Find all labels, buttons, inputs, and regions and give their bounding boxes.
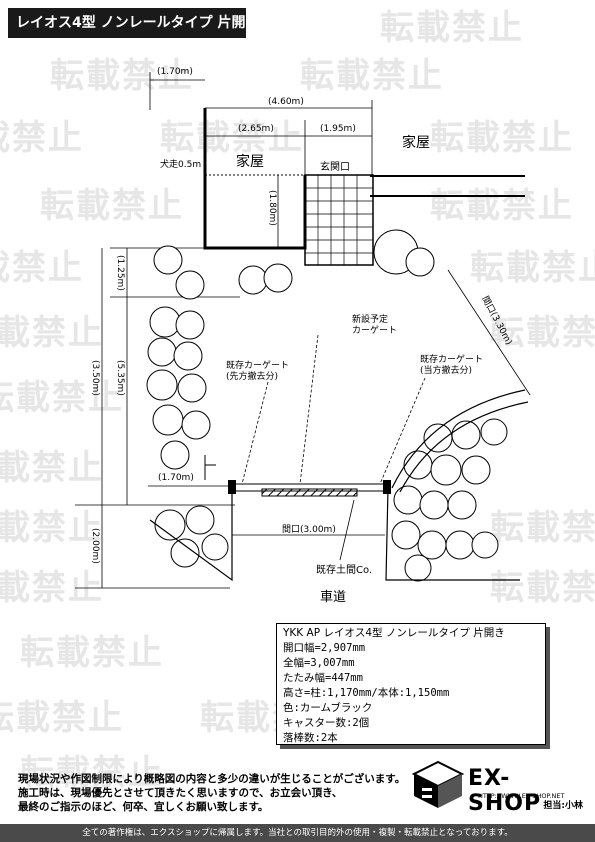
watermark: 転載禁止	[300, 56, 444, 96]
entrance-grid	[304, 174, 374, 266]
dimension-lines	[75, 72, 531, 589]
dim-label: (4.60m)	[268, 97, 304, 107]
dim-label: (1.95m)	[320, 124, 356, 134]
dim-label: (2.65m)	[238, 124, 274, 134]
shrubs-left	[146, 245, 229, 568]
watermark: 転載禁止	[470, 248, 595, 288]
dim-label: (2.00m)	[90, 528, 100, 564]
existing-gate-right-label: 既存カーゲート	[420, 353, 483, 365]
notes: 現場状況や作図制限により概略図の内容と多少の違いが生じることがございます。 施工…	[18, 772, 405, 814]
spec-box: YKK AP レイオス4型 ノンレールタイプ 片開き 開口幅=2,907mm 全…	[276, 623, 546, 745]
curb-arc	[149, 389, 529, 582]
existing-gate-right-label: (当方撤去分)	[420, 364, 472, 376]
dim-label: (1.25m)	[115, 255, 125, 291]
staff-in-charge: 担当:小林	[543, 801, 583, 811]
watermark: 転載禁止	[430, 186, 574, 226]
dim-label: (5.35m)	[115, 360, 125, 396]
new-car-gate	[204, 455, 391, 497]
new-gate-label: カーゲート	[352, 324, 397, 336]
ex-shop-logo: EX-SHOP HTTP://WWW.EX-SHOP.NET	[411, 760, 582, 816]
watermark: 転載禁止	[430, 118, 574, 158]
pillar-label: 犬走0.5m	[160, 158, 201, 170]
watermark: 転載禁止	[490, 313, 595, 353]
dim-label: (1.70m)	[158, 473, 194, 483]
spec-line: たたみ幅=447mm	[283, 672, 363, 684]
spec-line: キャスター数:2個	[283, 717, 370, 729]
watermark: 転載禁止	[0, 698, 124, 738]
watermark: 転載禁止	[20, 753, 164, 793]
dim-label: 間口(3.00m)	[282, 524, 336, 535]
dim-label: 間口(3.30m)	[479, 294, 514, 347]
cube-logo-icon	[411, 760, 465, 808]
page-title: レイオス4型 ノンレールタイプ 片開き	[8, 8, 246, 61]
note-line: 最終のご指示のほど、何卒、宜しくお願い致します。	[18, 801, 269, 813]
watermark: 転載禁止	[0, 448, 104, 488]
watermark: 転載禁止	[160, 118, 304, 158]
watermark: 転載禁止	[50, 56, 194, 96]
house-right	[370, 175, 525, 197]
shrubs-right	[391, 418, 508, 582]
watermark: 転載禁止	[380, 8, 524, 48]
watermark: 転載禁止	[20, 633, 164, 673]
spec-line: 高さ=柱:1,170mm/本体:1,150mm	[283, 687, 450, 699]
watermark: 転載禁止	[490, 568, 595, 608]
leader-lines	[241, 334, 426, 561]
dim-label: (1.80m)	[267, 190, 277, 226]
entrance-label: 玄関口	[320, 160, 350, 173]
watermark: 転載禁止	[0, 118, 84, 158]
road-label: 車道	[320, 590, 346, 605]
watermark: 転載禁止	[40, 186, 184, 226]
spec-title: YKK AP レイオス4型 ノンレールタイプ 片開き	[283, 627, 505, 639]
spec-line: 全幅=3,007mm	[283, 657, 355, 669]
watermark: 転載禁止	[0, 508, 104, 548]
note-line: 現場状況や作図制限により概略図の内容と多少の違いが生じることがございます。	[18, 773, 406, 785]
spec-line: 色:カームブラック	[283, 702, 373, 714]
new-gate-label: 新設予定	[352, 313, 388, 325]
dim-label: (1.70m)	[157, 67, 193, 77]
spec-line: 開口幅=2,907mm	[283, 642, 366, 654]
watermark: 転載禁止	[0, 248, 84, 288]
house-label: 家屋	[402, 134, 430, 151]
existing-gate-left-label: 既存カーゲート	[226, 359, 289, 371]
house-label: 家屋	[236, 153, 264, 170]
logo-url: HTTP://WWW.EX-SHOP.NET	[478, 792, 565, 800]
logo-name: EX-SHOP	[468, 766, 542, 816]
shrubs-entrance	[238, 229, 435, 295]
note-line: 施工時は、現場優先とさせて頂きたく思いますので、お立会い頂き、	[18, 787, 343, 799]
dim-label: (3.50m)	[90, 360, 100, 396]
spec-line: 落棒数:2本	[283, 732, 338, 744]
watermark: 転載禁止	[490, 508, 595, 548]
drain-label: 既存土間Co.	[316, 563, 372, 576]
watermark: 転載禁止	[0, 313, 104, 353]
existing-gate-left-label: (先方撤去分)	[226, 370, 278, 382]
copyright-footer: 全ての著作権は、エクスショップに帰属します。当社との取引目的外の使用・複製・転載…	[0, 824, 595, 842]
site-plan-drawing: (1.70m) (4.60m) (2.65m) (1.95m) 家屋 家屋 玄関…	[75, 67, 531, 605]
